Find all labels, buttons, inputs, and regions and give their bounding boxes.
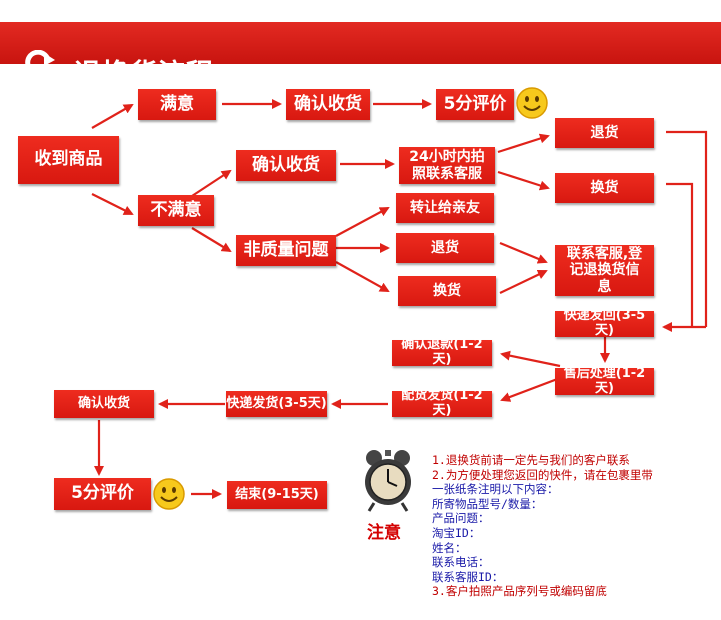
header-bar: 退换货流程	[0, 0, 721, 90]
node-unsatisfied: 不满意	[138, 195, 214, 226]
node-received: 收到商品	[18, 136, 119, 184]
node-express-back: 快递发回(3-5天)	[555, 308, 654, 338]
notice-line: 3.客户拍照产品序列号或编码留底	[432, 584, 607, 599]
node-satisfied: 满意	[138, 89, 216, 120]
node-confirm-receipt-1: 确认收货	[286, 89, 370, 120]
node-contact-register: 联系客服,登记退换货信息	[555, 245, 654, 296]
node-exchange-1: 换货	[555, 173, 654, 203]
node-contact-24h: 24小时内拍照联系客服	[399, 147, 495, 184]
notice-line: 2.为方便处理您返回的快件，请在包裹里带	[432, 467, 653, 482]
node-exchange-2: 换货	[398, 276, 496, 306]
node-confirm-refund: 确认退款(1-2天)	[392, 337, 492, 367]
node-rating-2: 5分评价	[54, 478, 151, 510]
notice-line: 一张纸条注明以下内容：	[432, 482, 559, 497]
smiley-icon	[153, 478, 185, 510]
alarm-clock-icon	[365, 450, 411, 512]
node-after-sales: 售后处理(1-2天)	[555, 366, 654, 395]
node-finish: 结束(9-15天)	[227, 481, 327, 509]
notice-line: 联系客服ID：	[432, 569, 504, 584]
node-confirm-receipt-2: 确认收货	[236, 150, 336, 181]
node-return-2: 退货	[396, 233, 494, 263]
notice-line: 姓名：	[432, 540, 467, 555]
notice-text: 1.退换货前请一定先与我们的客户联系 2.为方便处理您返回的快件，请在包裹里带 …	[432, 453, 653, 599]
notice-line: 所寄物品型号/数量：	[432, 496, 543, 511]
node-non-quality: 非质量问题	[236, 235, 336, 266]
notice-line: 联系电话：	[432, 555, 490, 570]
node-express-ship: 快递发货(3-5天)	[226, 391, 327, 417]
notice-title: 注意	[367, 523, 401, 543]
notice-line: 淘宝ID：	[432, 525, 481, 540]
notice-line: 产品问题：	[432, 511, 490, 526]
notice-line: 1.退换货前请一定先与我们的客户联系	[432, 453, 630, 467]
smiley-icon	[516, 87, 548, 119]
node-transfer: 转让给亲友	[396, 193, 494, 223]
page-title: 退换货流程	[74, 59, 214, 90]
node-confirm-receipt-3: 确认收货	[54, 390, 154, 418]
refresh-icon	[25, 50, 63, 80]
node-restock-ship: 配货发货(1-2天)	[392, 388, 492, 418]
node-return-1: 退货	[555, 118, 654, 148]
node-rating-1: 5分评价	[436, 89, 514, 120]
